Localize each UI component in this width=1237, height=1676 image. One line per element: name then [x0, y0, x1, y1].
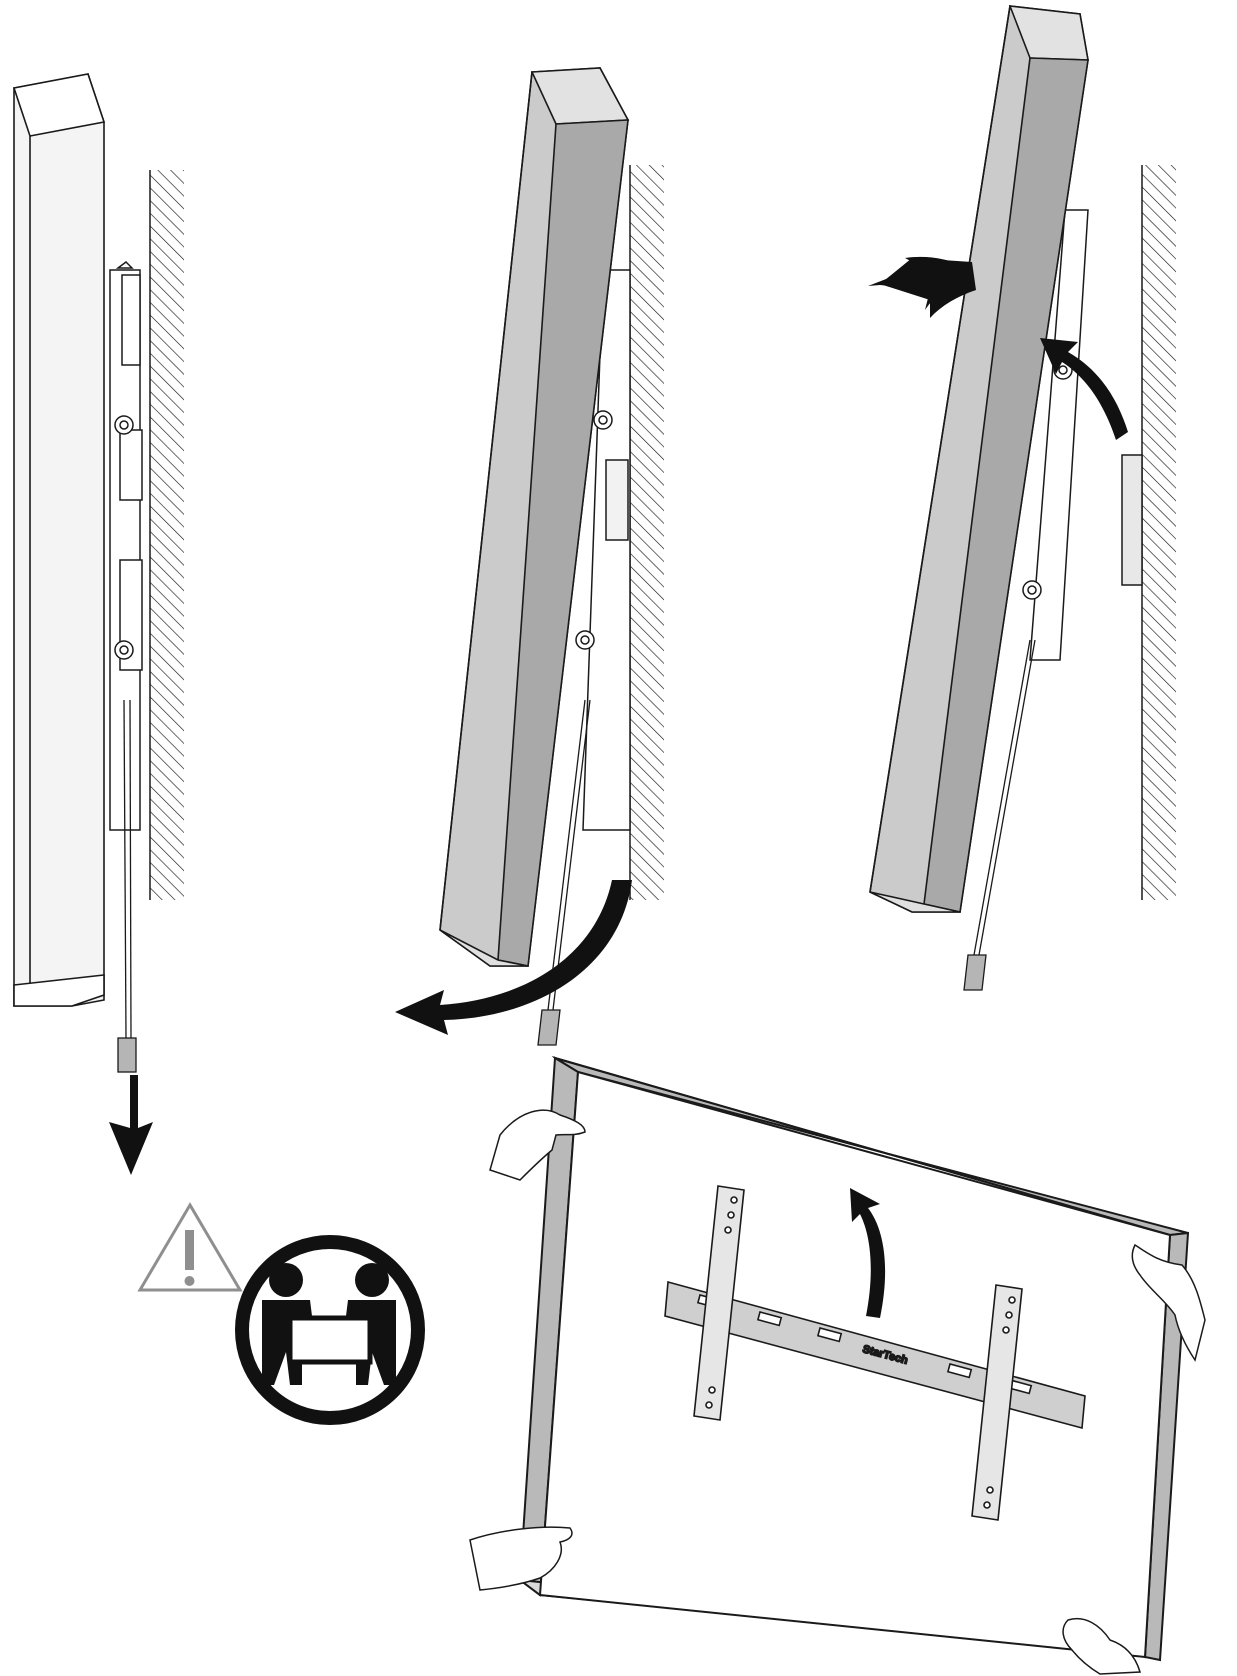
release-cord: [963, 639, 1036, 991]
hand-top-right: [1131, 1243, 1206, 1362]
tv-bracket-arm-left: [693, 1185, 745, 1421]
hand-bottom-right: [1062, 1618, 1141, 1675]
curved-arrow-icon: [1040, 338, 1128, 440]
wall-bracket: [575, 269, 631, 831]
warning-triangle-icon: [137, 1202, 243, 1292]
step-2-panel-tilt-out: [395, 67, 664, 1046]
wall-hatch: [150, 170, 184, 900]
step-4-attach-bracket: StarTech: [469, 1056, 1206, 1675]
curved-arrow-icon: [395, 880, 632, 1035]
step-1-panel-flat: [12, 73, 184, 1175]
mounting-rail: StarTech: [664, 1280, 1086, 1430]
release-cord: [117, 699, 137, 1073]
tv-bracket-arm-right: [971, 1284, 1023, 1521]
tv-panel: [869, 5, 1089, 913]
tv-panel: [439, 67, 630, 967]
wall-hatch: [630, 165, 664, 900]
wall-plate: [1121, 454, 1143, 586]
two-person-lift-icon: [235, 1235, 425, 1425]
step-3-panel-tilt-up: [868, 5, 1176, 991]
tv-panel: [12, 73, 106, 1007]
hand-top-left: [489, 1109, 586, 1181]
wall-hatch: [1142, 165, 1176, 900]
arrow-down-icon: [109, 1075, 153, 1175]
hand-bottom-left: [469, 1526, 573, 1591]
curved-arrow-icon: [850, 1188, 886, 1318]
wall-bracket: [109, 261, 143, 831]
tv-bracket: [1022, 209, 1089, 661]
release-cord: [537, 699, 591, 1046]
